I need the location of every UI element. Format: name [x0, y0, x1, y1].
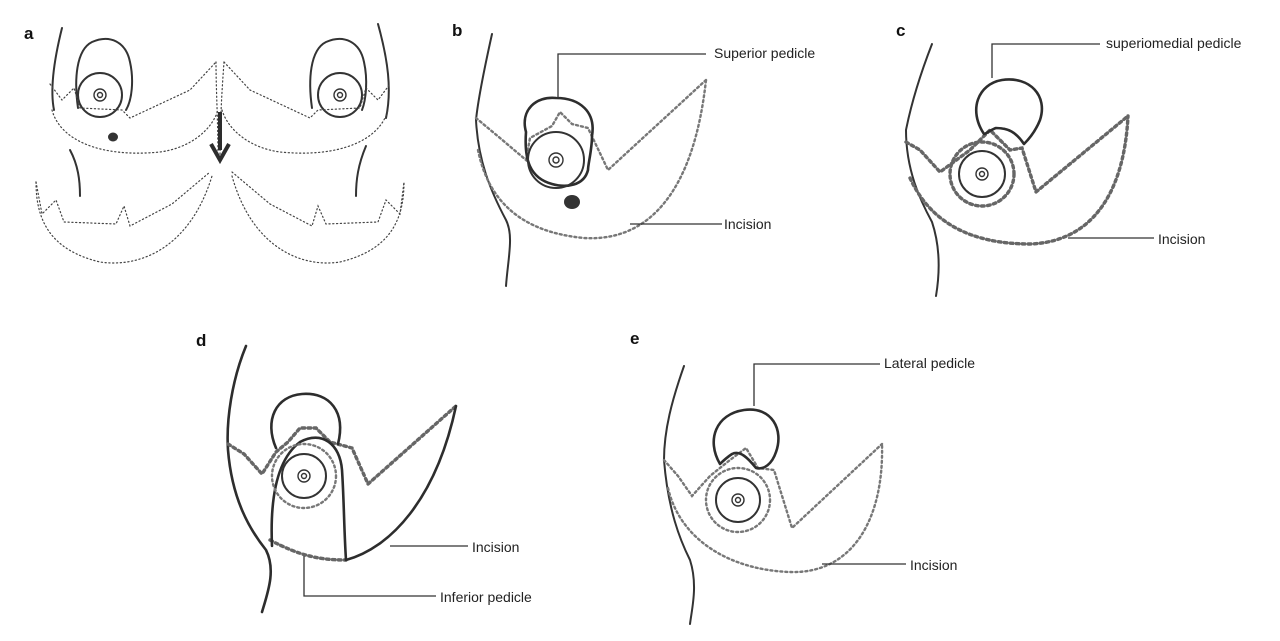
left-areola	[77, 72, 123, 118]
panel-e-letter: e	[630, 329, 639, 348]
left-lower-flap	[35, 171, 211, 227]
label-inferior-pedicle: Inferior pedicle	[440, 589, 532, 605]
panel-b-letter: b	[452, 21, 462, 40]
incision-upper-v	[474, 78, 708, 172]
breast-outline-d	[226, 344, 273, 614]
right-lower-curve	[221, 109, 389, 154]
superior-pedicle-outline	[523, 96, 594, 188]
panel-b: b Superior pedicle Incision	[452, 21, 815, 287]
areola-b	[527, 131, 585, 189]
label-incision-c: Incision	[1158, 231, 1205, 247]
leader-inferior-pedicle	[303, 556, 436, 597]
left-upper-incision	[49, 61, 217, 119]
areola-ring-d	[270, 442, 338, 510]
lateral-pedicle-outline	[712, 408, 780, 470]
nipple-c	[975, 167, 989, 181]
torso-left-outline	[51, 27, 63, 111]
nipple-d	[297, 469, 311, 483]
superiomedial-pedicle-outline	[974, 78, 1044, 146]
panel-c-letter: c	[896, 21, 905, 40]
nipple-marker	[108, 132, 118, 142]
upper-pedicle-d	[270, 392, 342, 450]
areola-d	[281, 453, 327, 499]
incision-lower-c	[908, 114, 1130, 246]
torso-right-outline	[377, 23, 390, 119]
torso-right-side	[355, 145, 367, 197]
right-areola	[317, 72, 363, 118]
left-nipple	[93, 88, 107, 102]
incision-lower-curve	[476, 78, 708, 240]
incision-lower-d	[268, 538, 348, 562]
incision-upper-c	[904, 114, 1130, 195]
panel-d-letter: d	[196, 331, 206, 350]
right-lower-flap	[231, 171, 405, 227]
areola-ring-e	[704, 466, 772, 534]
right-nipple	[333, 88, 347, 102]
areola-c	[958, 150, 1006, 198]
nipple-b	[548, 152, 564, 168]
leader-superiomedial	[991, 43, 1100, 78]
left-lower-curve	[51, 109, 219, 154]
inferior-pedicle-outline	[270, 436, 348, 562]
torso-left-side	[69, 149, 81, 197]
breast-outline-e	[663, 365, 695, 625]
nipple-e	[731, 493, 745, 507]
areola-e	[715, 477, 761, 523]
label-superiomedial-pedicle: superiomedial pedicle	[1106, 35, 1242, 51]
panel-e: e Lateral pedicle Incision	[630, 329, 975, 625]
panel-a-letter: a	[24, 24, 34, 43]
nipple-marker-b	[564, 195, 580, 209]
incision-upper-d	[226, 404, 458, 487]
label-lateral-pedicle: Lateral pedicle	[884, 355, 975, 371]
leader-superior-pedicle	[557, 53, 706, 98]
label-incision-e: Incision	[910, 557, 957, 573]
leader-lateral-pedicle	[753, 363, 880, 406]
label-incision-b: Incision	[724, 216, 771, 232]
label-superior-pedicle: Superior pedicle	[714, 45, 815, 61]
incision-lower-e	[666, 442, 884, 574]
panel-c: c superiomedial pedicle Incision	[896, 21, 1242, 297]
panel-d: d Incision Inferior pedicle	[196, 331, 532, 614]
label-incision-d: Incision	[472, 539, 519, 555]
right-upper-incision	[223, 61, 391, 119]
left-keyhole	[75, 37, 134, 111]
panel-a: a	[24, 23, 405, 264]
areola-ring-c	[948, 140, 1016, 208]
breast-outline-c	[905, 43, 940, 297]
